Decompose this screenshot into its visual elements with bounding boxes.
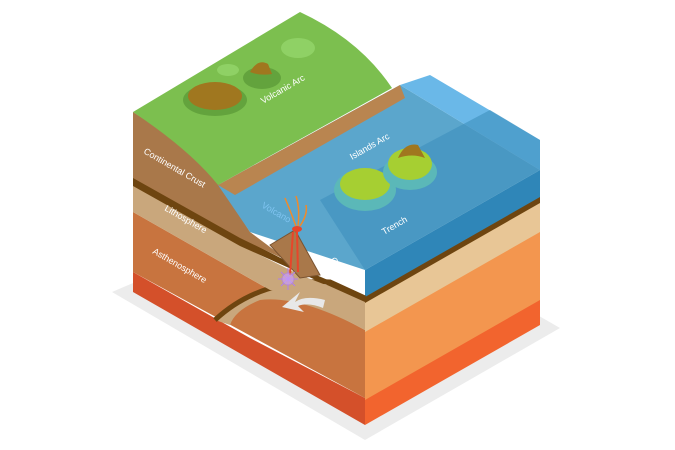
small-hill-2 [217,64,239,76]
right-water [365,170,540,297]
small-hill-3 [281,38,315,58]
island-1 [340,168,390,200]
land-surface [133,12,392,185]
trench-slope [320,110,540,270]
volcanic-arc-hill [188,82,242,110]
right-mantle-bottom [365,298,540,425]
magma-burst-icon [278,268,298,290]
volcano-crater-lava [292,226,302,232]
right-boundary [365,196,540,303]
left-mantle-bottom [133,272,365,425]
plate-motion-arrow-icon [282,292,325,312]
right-lithosphere [365,202,540,332]
left-lithosphere [133,185,365,305]
magma-conduit [289,231,299,276]
left-continental-crust [133,112,290,262]
left-boundary [133,177,365,302]
island-2-peak [398,144,425,158]
continental-shelf [218,85,405,195]
lava-eruption-icon [284,195,308,227]
small-hill-1-peak [250,62,272,75]
right-asthenosphere [365,230,540,400]
